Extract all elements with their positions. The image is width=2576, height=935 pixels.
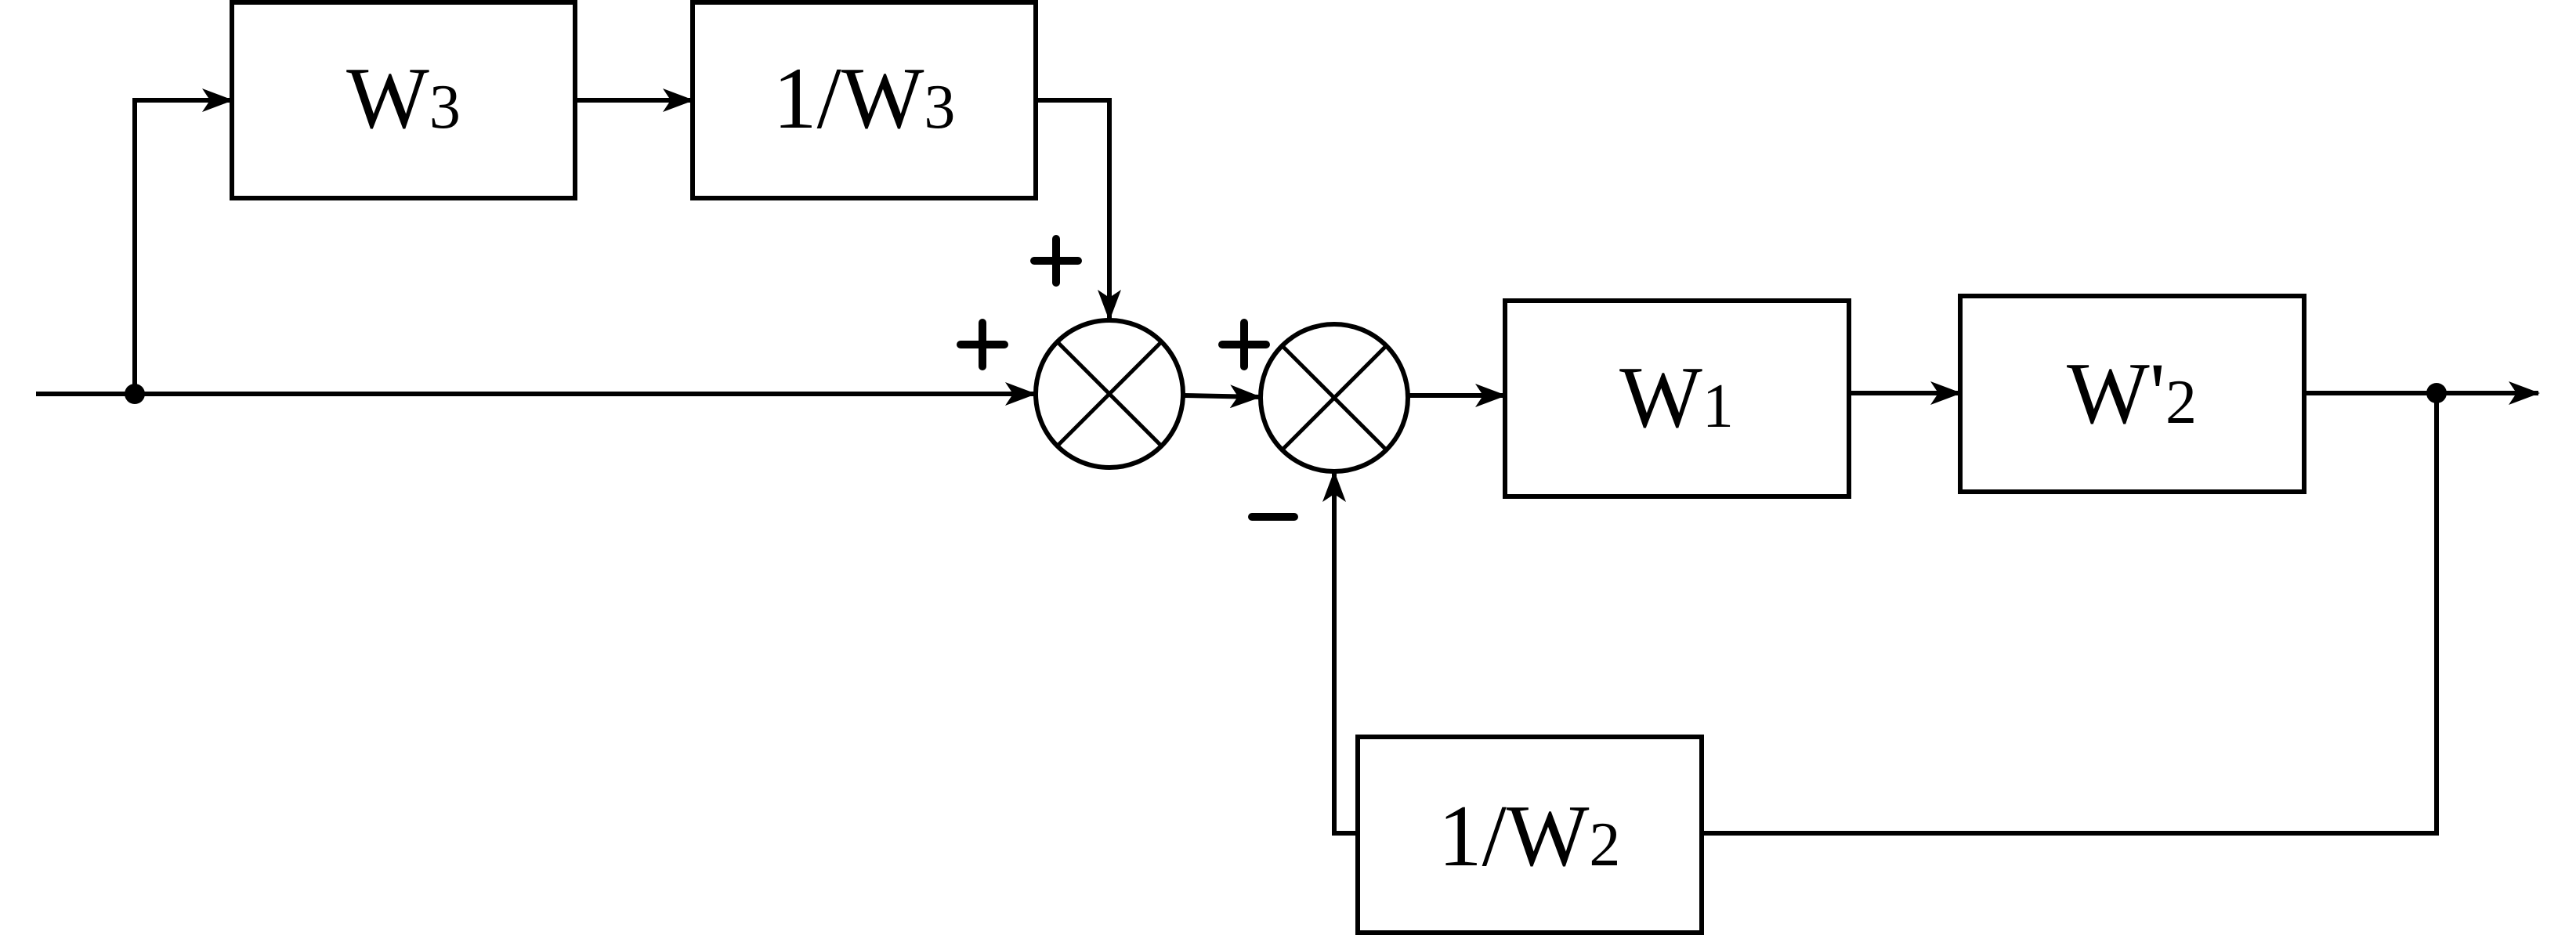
block-w3: W3 xyxy=(230,0,577,200)
svg-text:W3: W3 xyxy=(346,50,461,147)
svg-text:W1: W1 xyxy=(1619,349,1734,446)
branch-to-w3-line xyxy=(132,88,233,394)
svg-text:1/W2: 1/W2 xyxy=(1438,788,1621,885)
block-w1-main: W xyxy=(1619,349,1702,446)
block-w2-prime-sub: 2 xyxy=(2165,368,2197,437)
block-w1: W1 xyxy=(1503,298,1851,499)
svg-text:1/W3: 1/W3 xyxy=(773,50,956,147)
inv-w2-to-sum2-line xyxy=(1322,471,1358,836)
block-inv-w2: 1/W2 xyxy=(1355,735,1704,935)
block-inv-w2-main: W xyxy=(1507,788,1590,885)
summing-junction-2 xyxy=(1258,322,1410,474)
sign-sum2-left-plus xyxy=(1218,319,1270,370)
summing-junction-1 xyxy=(1033,318,1185,470)
block-inv-w2-sub: 2 xyxy=(1589,810,1620,879)
block-w2-prime-main: W' xyxy=(2067,345,2165,442)
sum1-to-sum2-line xyxy=(1182,384,1261,409)
block-w3-main: W xyxy=(346,50,429,147)
block-w1-sub: 1 xyxy=(1702,372,1734,441)
block-w2-prime: W'2 xyxy=(1958,294,2306,494)
sign-sum1-top-plus xyxy=(1030,235,1082,287)
block-inv-w3-sub: 3 xyxy=(924,73,955,142)
block-w3-sub: 3 xyxy=(429,73,461,142)
sign-sum1-left-plus xyxy=(957,319,1008,370)
inv-w3-to-sum1-line xyxy=(1036,98,1121,321)
svg-text:W'2: W'2 xyxy=(2067,345,2197,442)
block-inv-w3-prefix: 1/ xyxy=(773,50,842,147)
block-inv-w3-main: W xyxy=(841,50,924,147)
block-inv-w2-prefix: 1/ xyxy=(1438,788,1507,885)
feedback-to-inv-w2-line xyxy=(1702,393,2439,836)
block-inv-w3: 1/W3 xyxy=(690,0,1038,200)
